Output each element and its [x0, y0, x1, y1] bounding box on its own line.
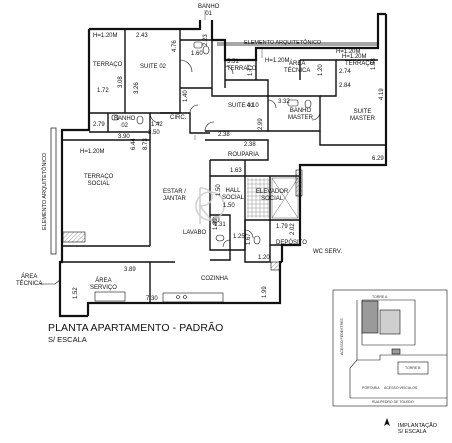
- dim-389: 3.89: [124, 267, 136, 273]
- dimension-lines: [194, 10, 263, 140]
- room-label-banho-master: BANHO MASTER: [288, 108, 314, 121]
- inset-label-rua: RUA PEDRO DE TOLEDO: [372, 400, 414, 404]
- inset-label-torre-b: TORRE B: [405, 366, 421, 370]
- room-label-wc-serv: WC SERV.: [313, 249, 343, 255]
- dim-140: 1.40: [183, 90, 189, 102]
- room-label-area-servico: ÁREA SERVIÇO: [90, 278, 117, 291]
- hatched-shafts: [62, 169, 303, 271]
- room-label-suite01: SUITE 01: [228, 103, 255, 109]
- room-label-estar-jantar: ESTAR / JANTAR: [163, 189, 186, 202]
- implantacao-inset: [332, 289, 448, 407]
- inset-label-torre-a: TORRE A: [372, 295, 388, 299]
- dim-238-a: 2.38: [218, 132, 230, 138]
- dim-133: 1.33: [371, 58, 377, 70]
- dim-131: 1.31: [214, 222, 226, 228]
- dim-125: 1.25: [233, 234, 245, 240]
- dim-730: 7.30: [146, 296, 158, 302]
- north-arrow-icon: [384, 418, 390, 426]
- dim-419: 4.19: [379, 88, 385, 100]
- dim-476: 4.76: [172, 40, 178, 52]
- dim-279: 2.79: [93, 122, 105, 128]
- dim-551: 5.51: [227, 59, 239, 65]
- dim-284: 2.84: [339, 83, 351, 89]
- room-label-banho01: BANHO 01: [198, 4, 220, 17]
- plan-subtitle: S/ ESCALA: [48, 335, 87, 344]
- dim-326: 3.26: [134, 82, 140, 94]
- room-label-terraco-mid: TERRAÇO: [227, 66, 257, 72]
- dim-202: 2.02: [290, 223, 296, 235]
- area-tecnica-leader: [40, 279, 61, 285]
- room-label-terraco-social: TERRAÇO SOCIAL: [84, 174, 114, 187]
- room-label-elevador-social: ELEVADOR SOCIAL: [256, 189, 289, 202]
- room-label-terraco-right: TERRAÇO: [345, 61, 375, 67]
- dim-152: 1.52: [73, 287, 79, 299]
- room-label-lavabo: LAVABO: [183, 230, 207, 236]
- room-label-deposito: DEPÓSITO: [276, 240, 307, 246]
- dim-150-a: 1.50: [216, 184, 222, 196]
- dim-h120-a: H=1.20M: [93, 33, 118, 39]
- dim-120-b: 1.20: [258, 255, 270, 261]
- dim-410: 4.10: [247, 103, 259, 109]
- inset-label-veiculos: ACESSO VEÍCULOS: [384, 386, 418, 390]
- dim-177: 1.77: [248, 64, 254, 76]
- dim-274: 2.74: [339, 69, 351, 75]
- dim-179: 1.79: [276, 224, 288, 230]
- dim-167: 1.67: [246, 233, 252, 245]
- room-label-circ: CIRC.: [170, 115, 187, 121]
- dim-873: 8.73: [143, 138, 149, 150]
- dim-h120-c: H=1.20M: [336, 49, 361, 55]
- dim-150-b: 1.50: [223, 203, 235, 209]
- room-label-area-tecnica-top: ÁREA TÉCNICA: [284, 61, 311, 74]
- dim-163: 1.63: [230, 168, 242, 174]
- room-label-banho02: BANHO 02: [114, 116, 136, 129]
- door-swings: [149, 59, 321, 248]
- dim-390: 3.90: [118, 134, 130, 140]
- dim-243: 2.43: [136, 33, 148, 39]
- implantacao-label: IMPLANTAÇÃO S/ ESCALA: [398, 423, 438, 435]
- room-label-terraco-left: TERRAÇO: [93, 62, 123, 68]
- elemento-arquitetonico-bands: [50, 42, 378, 255]
- inset-label-portaria: PORTARIA: [362, 386, 380, 390]
- dim-199: 1.99: [262, 286, 268, 298]
- dim-332: 3.32: [278, 99, 290, 105]
- dim-h120-b: H=1.20M: [265, 58, 290, 64]
- room-label-cozinha: COZINHA: [201, 276, 228, 282]
- dim-h120-d: H=1.20M: [342, 54, 367, 60]
- dim-644: 6.44: [131, 138, 137, 150]
- room-label-hall-social: HALL SOCIAL: [222, 188, 245, 201]
- elevator-shaft: [271, 177, 299, 219]
- room-label-rouparia: ROUPARIA: [228, 152, 259, 158]
- dim-160: 1.60: [191, 51, 203, 57]
- dim-629: 6.29: [372, 156, 384, 162]
- dim-172: 1.72: [97, 88, 109, 94]
- plan-title: PLANTA APARTAMENTO - PADRÃO: [48, 322, 224, 334]
- room-label-suite-master: SUITE MASTER: [350, 109, 376, 122]
- dim-223: 2.23: [203, 34, 209, 46]
- watermark: [195, 187, 225, 225]
- dim-h120-e: H=1.20M: [80, 149, 105, 155]
- room-label-suite02: SUITE 02: [140, 64, 167, 70]
- dim-350: 3.50: [148, 130, 160, 136]
- dim-120: 1.20: [318, 64, 324, 76]
- hall-tiles: [247, 178, 269, 218]
- label-elemento-arquitetonico-top: ELEMENTO ARQUITETÔNICO: [244, 40, 322, 46]
- label-elemento-arquitetonico-left: ELEMENTO ARQUITETÔNICO: [42, 152, 48, 230]
- inset-label-acesso: ACESSO PEDESTRES: [340, 318, 344, 355]
- dim-142: 1.42: [151, 122, 163, 128]
- dim-238-b: 2.38: [244, 142, 256, 148]
- room-label-area-tecnica-left: ÁREA TÉCNICA: [16, 274, 43, 287]
- dim-299: 2.99: [258, 118, 264, 130]
- dim-308: 3.08: [118, 76, 124, 88]
